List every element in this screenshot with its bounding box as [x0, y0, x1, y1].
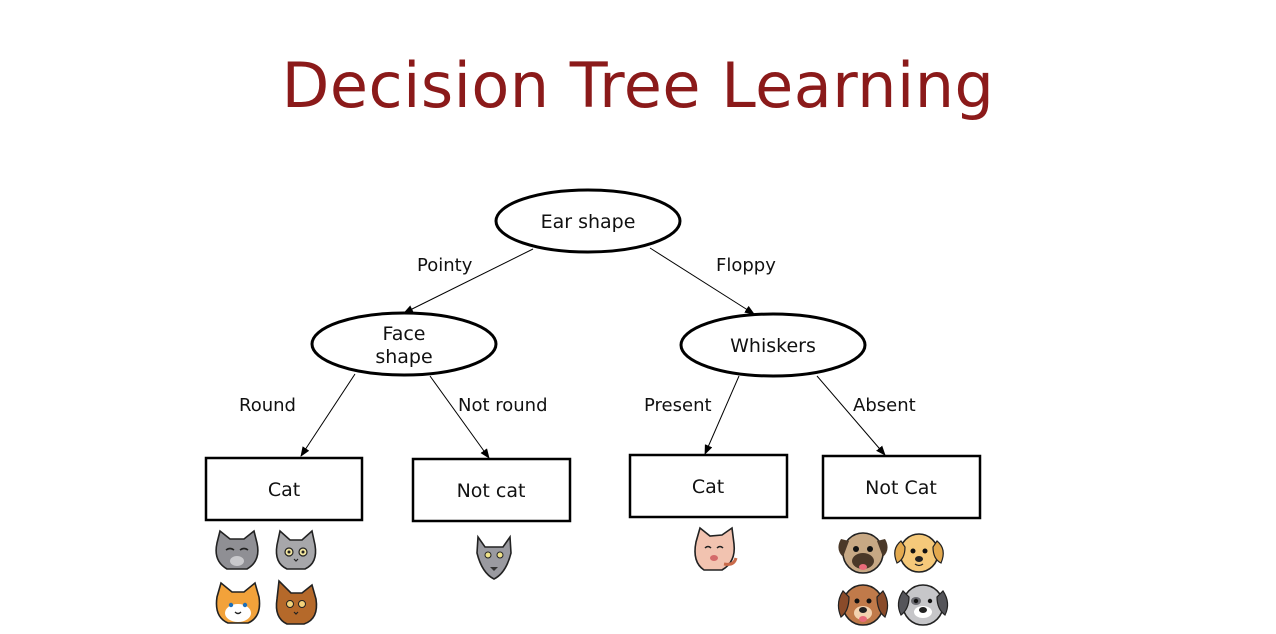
edge-present-arrow	[704, 375, 740, 455]
leaf1-icons	[215, 529, 318, 625]
node-face-shape: Face shape	[310, 311, 498, 377]
grey-cat-icon	[275, 529, 317, 570]
node-ear-shape-label: Ear shape	[541, 211, 636, 233]
edge-label-absent: Absent	[853, 395, 916, 416]
leaf-cat-2: Cat	[628, 453, 789, 519]
edge-label-round: Round	[239, 395, 296, 416]
edge-label-present: Present	[644, 395, 712, 416]
leaf2-icons	[476, 534, 512, 580]
leaf-not-cat-2: Not Cat	[821, 454, 982, 520]
leaf-cat-2-label: Cat	[692, 476, 724, 498]
leaf-not-cat-1-label: Not cat	[457, 480, 526, 502]
edge-pointy-arrow	[403, 248, 534, 314]
edge-label-floppy: Floppy	[716, 255, 776, 276]
grey-cat-icon	[476, 534, 512, 580]
edge-floppy-arrow	[649, 247, 755, 315]
node-ear-shape: Ear shape	[494, 188, 682, 254]
brown-dog-icon	[837, 584, 889, 626]
slide-title: Decision Tree Learning	[281, 49, 995, 122]
pink-cat-icon	[694, 526, 738, 571]
pug-dog-icon	[838, 532, 888, 574]
orange-cat-icon	[215, 581, 261, 624]
edge-label-pointy: Pointy	[417, 255, 473, 276]
edge-round-arrow	[300, 373, 356, 457]
leaf-cat-1: Cat	[204, 456, 364, 522]
tree-edges	[300, 247, 886, 459]
edge-absent-arrow	[816, 375, 886, 456]
node-face-shape-line2: shape	[375, 346, 432, 368]
node-whiskers-label: Whiskers	[730, 335, 816, 357]
brown-cat-icon	[275, 579, 318, 625]
golden-dog-icon	[894, 533, 944, 573]
node-whiskers: Whiskers	[679, 312, 867, 378]
grey-dog-icon	[897, 584, 949, 626]
leaf-not-cat-2-label: Not Cat	[865, 477, 937, 499]
leaf-not-cat-1: Not cat	[411, 457, 572, 523]
leaf3-icons	[694, 526, 738, 571]
edge-label-not-round: Not round	[458, 395, 548, 416]
grey-cat-icon	[215, 529, 259, 570]
edge-not-round-arrow	[429, 375, 490, 459]
node-face-shape-line1: Face	[383, 323, 426, 345]
leaf4-icons	[837, 532, 949, 626]
leaf-cat-1-label: Cat	[268, 479, 300, 501]
